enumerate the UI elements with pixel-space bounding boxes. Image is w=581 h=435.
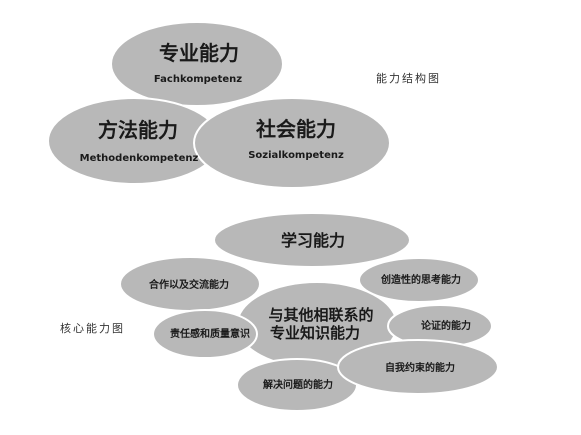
professional-competence-title: 专业能力 [159,41,239,65]
professional-competence-subtitle: Fachkompetenz [154,74,242,85]
core-diagram: 学习能力 合作以及交流能力 创造性的思考能力 与其他相联系的 专业知识能力 责任… [60,212,499,412]
core-diagram-caption: 核心能力图 [60,321,125,335]
structure-diagram-caption: 能力结构图 [376,71,441,85]
creative-thinking-label: 创造性的思考能力 [380,273,461,286]
responsibility-ellipse [152,309,258,359]
professional-competence-ellipse [110,21,284,107]
social-competence-ellipse [193,97,391,189]
social-competence-title: 社会能力 [255,117,336,141]
creative-thinking-ellipse [358,257,480,303]
argumentation-label: 论证的能力 [421,319,471,332]
self-discipline-ellipse [337,339,499,395]
responsibility-label: 责任感和质量意识 [170,327,250,340]
method-competence-subtitle: Methodenkompetenz [80,153,199,164]
learning-ability-label: 学习能力 [281,231,345,250]
professional-knowledge-label-line2: 专业知识能力 [270,324,360,342]
learning-ability-ellipse [213,212,411,268]
professional-knowledge-label-line1: 与其他相联系的 [268,306,373,324]
method-competence-title: 方法能力 [98,118,178,142]
self-discipline-label: 自我约束的能力 [385,361,455,374]
structure-diagram: 专业能力 Fachkompetenz 方法能力 Methodenkompeten… [47,21,441,189]
cooperation-label: 合作以及交流能力 [148,278,229,291]
problem-solving-label: 解决问题的能力 [263,378,333,391]
social-competence-subtitle: Sozialkompetenz [248,150,344,161]
